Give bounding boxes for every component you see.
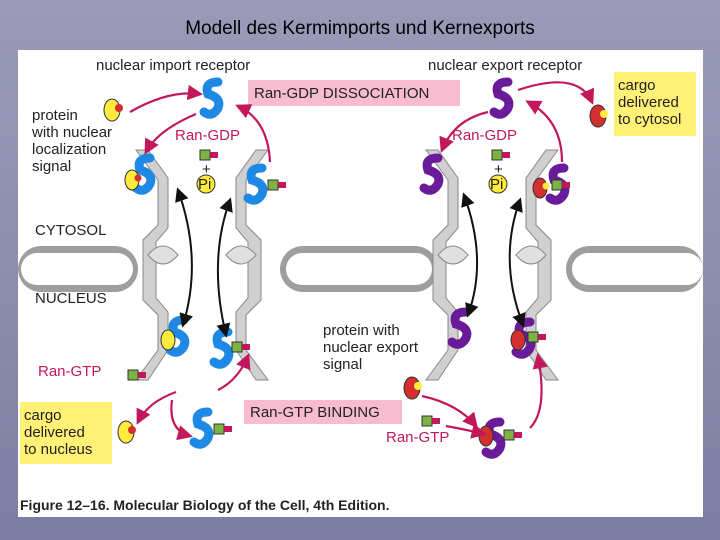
import-receptor-label: nuclear import receptor: [96, 57, 250, 74]
gdp-dissociation-box: [248, 80, 460, 106]
export-receptor-cytosol-1: [419, 153, 444, 195]
import-receptor-top: [199, 77, 224, 119]
nes-protein-label-1: protein with: [323, 322, 400, 339]
ran-gtp-markers: [127, 179, 570, 441]
cytosol-label: CYTOSOL: [35, 222, 106, 239]
gtp-binding-box: [244, 400, 402, 424]
plus-right: +: [494, 161, 503, 178]
ran-gdp-pi-right: + Pi: [488, 149, 510, 194]
import-receptor-cytosol-1: [131, 153, 156, 195]
ran-gtp-right-label: Ran-GTP: [386, 429, 449, 446]
cargo-nucleus-label-1: cargo: [24, 407, 62, 424]
nls-protein-label-1: protein: [32, 107, 78, 124]
nes-protein-label-3: signal: [323, 356, 362, 373]
cargo-molecules: [103, 98, 608, 447]
nls-protein-label-2: with nuclear: [31, 124, 112, 141]
cargo-nucleus-box: [20, 402, 112, 464]
import-receptor-nucleus-1: [165, 315, 190, 357]
nls-protein-label-4: signal: [32, 158, 71, 175]
figure-caption: Figure 12–16. Molecular Biology of the C…: [20, 497, 390, 513]
pore-arrows: [175, 187, 526, 338]
nes-protein-label-2: nuclear export: [323, 339, 419, 356]
nuclear-envelope: [18, 246, 703, 292]
export-receptor-top: [489, 77, 514, 119]
cargo-cytosol-label-1: cargo: [618, 77, 656, 94]
import-receptor-nucleus-2: [209, 327, 234, 369]
export-receptor-bottom: [481, 417, 506, 459]
transport-diagram: nuclear import receptor nuclear export r…: [18, 57, 703, 513]
gdp-dissociation-label: Ran-GDP DISSOCIATION: [254, 85, 429, 102]
ran-gdp-left-label: Ran-GDP: [175, 127, 240, 144]
import-receptor-bottom: [189, 407, 214, 449]
cargo-nucleus-label-3: to nucleus: [24, 441, 92, 458]
export-receptor-nucleus-1: [447, 307, 472, 349]
ran-gtp-left-label: Ran-GTP: [38, 363, 101, 380]
gtp-binding-label: Ran-GTP BINDING: [250, 404, 380, 421]
plus-left: +: [202, 161, 211, 178]
nls-protein-label-3: localization: [32, 141, 106, 158]
cargo-cytosol-box: [614, 72, 696, 136]
flow-arrows: [129, 81, 595, 441]
ran-gdp-pi-left: + Pi: [196, 149, 218, 194]
slide-title: Modell des Kermimports und Kernexports: [185, 18, 535, 39]
pi-right-label: Pi: [490, 176, 503, 193]
ran-gdp-right-label: Ran-GDP: [452, 127, 517, 144]
import-receptor-cytosol-2: [243, 163, 268, 205]
cargo-nucleus-label-2: delivered: [24, 424, 85, 441]
cargo-cytosol-label-3: to cytosol: [618, 111, 681, 128]
pi-left-label: Pi: [198, 176, 211, 193]
export-receptor-label: nuclear export receptor: [428, 57, 582, 74]
cargo-cytosol-label-2: delivered: [618, 94, 679, 111]
nucleus-label: NUCLEUS: [35, 290, 107, 307]
figure-panel: nuclear import receptor nuclear export r…: [18, 50, 703, 517]
